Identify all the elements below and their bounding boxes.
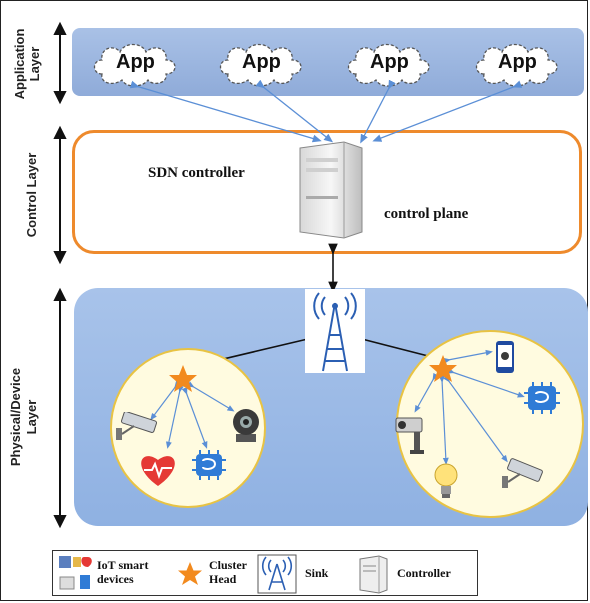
- legend-cluster-label: Cluster Head: [209, 558, 247, 586]
- iot-devices-legend-icon: [59, 556, 92, 590]
- cctv-camera-icon-right: [395, 417, 424, 454]
- antenna-tower-icon: [305, 289, 365, 373]
- legend-iot-line2: devices: [97, 572, 134, 586]
- star-icon-right: [429, 355, 457, 382]
- legend-iot-label: IoT smart devices: [97, 558, 148, 586]
- chip-icon-left: [192, 450, 226, 480]
- cctv-camera-icon-left: [116, 412, 158, 440]
- cctv-camera-icon-right-2: [502, 458, 543, 488]
- legend-iot-line1: IoT smart: [97, 558, 149, 572]
- webcam-icon: [233, 409, 259, 442]
- app-label-4: App: [498, 51, 537, 73]
- app-label-3: App: [370, 51, 409, 73]
- layer-axis-arrows: [53, 21, 67, 529]
- server-icon: [299, 141, 363, 239]
- legend-cluster-line1: Cluster: [209, 558, 247, 572]
- app-label-2: App: [242, 51, 281, 73]
- controller-legend-icon: [359, 555, 388, 594]
- star-icon-left: [169, 365, 197, 392]
- smartphone-icon: [496, 341, 514, 373]
- heart-rate-icon: [141, 456, 175, 486]
- legend-controller-label: Controller: [397, 566, 451, 580]
- chip-icon-right: [524, 382, 560, 414]
- light-bulb-icon: [434, 463, 458, 498]
- legend: IoT smart devices Cluster Head Sink Cont…: [52, 550, 478, 596]
- sdn-controller-label: SDN controller: [148, 165, 245, 181]
- control-plane-label: control plane: [384, 206, 469, 222]
- sink-legend-icon: [257, 554, 297, 594]
- cluster-head-legend-icon: [178, 562, 202, 585]
- app-label-1: App: [116, 51, 155, 73]
- legend-cluster-line2: Head: [209, 572, 237, 586]
- legend-sink-label: Sink: [305, 566, 329, 580]
